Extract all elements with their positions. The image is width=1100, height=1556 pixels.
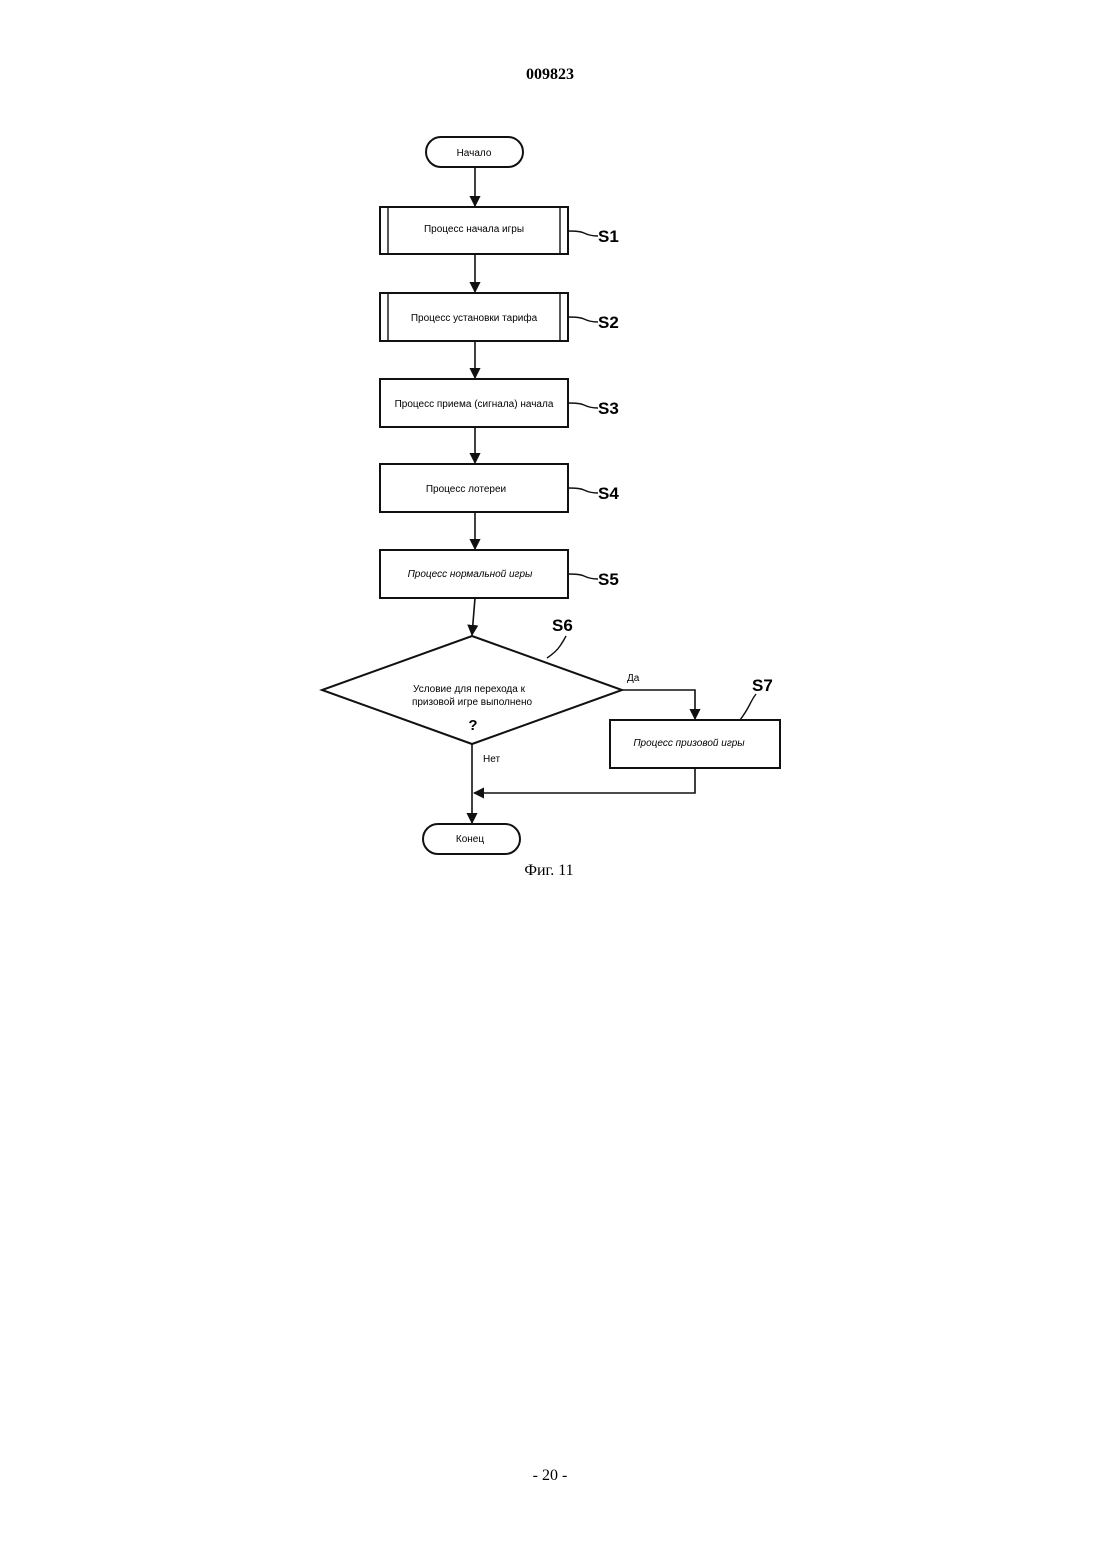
decision-s6: Условие для перехода к призовой игре вып… — [322, 616, 622, 744]
step-s1-id: S1 — [598, 227, 619, 246]
decision-line1: Условие для перехода к — [413, 684, 526, 695]
step-s4-id: S4 — [598, 484, 619, 503]
start-label: Начало — [457, 148, 492, 159]
page-number: - 20 - — [0, 1467, 1100, 1485]
end-terminal: Конец — [423, 824, 520, 854]
step-s3-label: Процесс приема (сигнала) начала — [395, 399, 554, 410]
decision-question: ? — [468, 717, 477, 734]
step-s2-box: Процесс установки тарифа S2 — [380, 293, 619, 341]
connector-yes-s7 — [622, 690, 695, 719]
step-s2-id: S2 — [598, 313, 619, 332]
step-s7-id: S7 — [752, 676, 773, 695]
step-s3-id: S3 — [598, 399, 619, 418]
step-s5-label: Процесс нормальной игры — [408, 569, 533, 580]
figure-caption: Фиг. 11 — [524, 862, 573, 879]
step-s2-label: Процесс установки тарифа — [411, 312, 538, 324]
decision-line2: призовой игре выполнено — [412, 697, 533, 708]
step-s4-box: Процесс лотереи S4 — [380, 464, 619, 512]
step-s1-box: Процесс начала игры S1 — [380, 207, 619, 254]
step-s5-box: Процесс нормальной игры S5 — [380, 550, 619, 598]
no-label: Нет — [483, 754, 500, 765]
yes-label: Да — [627, 673, 640, 684]
connector-s7-merge — [474, 768, 695, 793]
step-s5-id: S5 — [598, 570, 619, 589]
end-label: Конец — [456, 834, 484, 845]
start-terminal: Начало — [426, 137, 523, 167]
connector-s5-s6 — [472, 598, 475, 635]
step-s3-box: Процесс приема (сигнала) начала S3 — [380, 379, 619, 427]
step-s4-label: Процесс лотереи — [426, 484, 506, 495]
step-s1-label: Процесс начала игры — [424, 224, 524, 235]
decision-s6-id: S6 — [552, 616, 573, 635]
step-s7-label: Процесс призовой игры — [633, 738, 745, 749]
